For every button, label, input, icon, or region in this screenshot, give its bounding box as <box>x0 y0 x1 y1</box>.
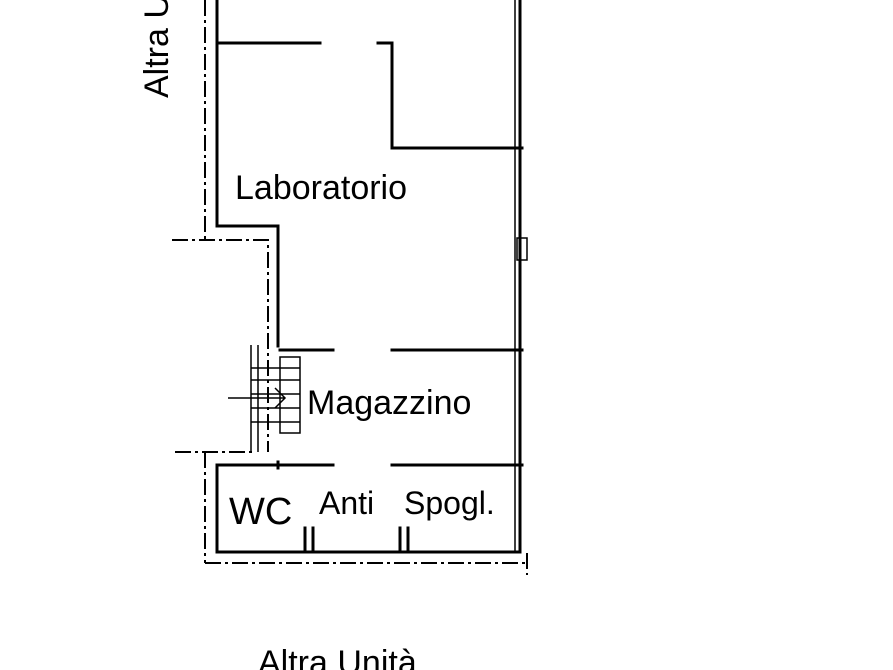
stair-treads <box>251 367 300 423</box>
stair-direction-arrow <box>228 387 287 409</box>
boundary-line-step <box>172 239 269 452</box>
service-dividers <box>303 526 410 554</box>
stair-flight <box>279 356 301 434</box>
interior-wall-upper <box>376 41 524 150</box>
adjacent-unit-label-bottom: Altra Unità <box>258 644 417 670</box>
room-label-magazzino: Magazzino <box>307 384 471 422</box>
wall-bottom <box>215 466 522 554</box>
adjacent-unit-label-left: Altra U <box>138 0 176 98</box>
room-label-anti: Anti <box>319 485 374 521</box>
room-label-wc: WC <box>229 491 292 533</box>
room-label-spogliatoio: Spogl. <box>404 485 495 521</box>
wall-left-upper <box>215 0 280 348</box>
divider-wc-anti <box>303 526 315 554</box>
divider-anti-spogl <box>398 526 410 554</box>
window-right <box>516 237 528 261</box>
exterior-walls <box>215 0 522 554</box>
staircase <box>228 345 301 452</box>
property-boundary <box>172 0 528 575</box>
room-label-laboratorio: Laboratorio <box>235 169 407 207</box>
